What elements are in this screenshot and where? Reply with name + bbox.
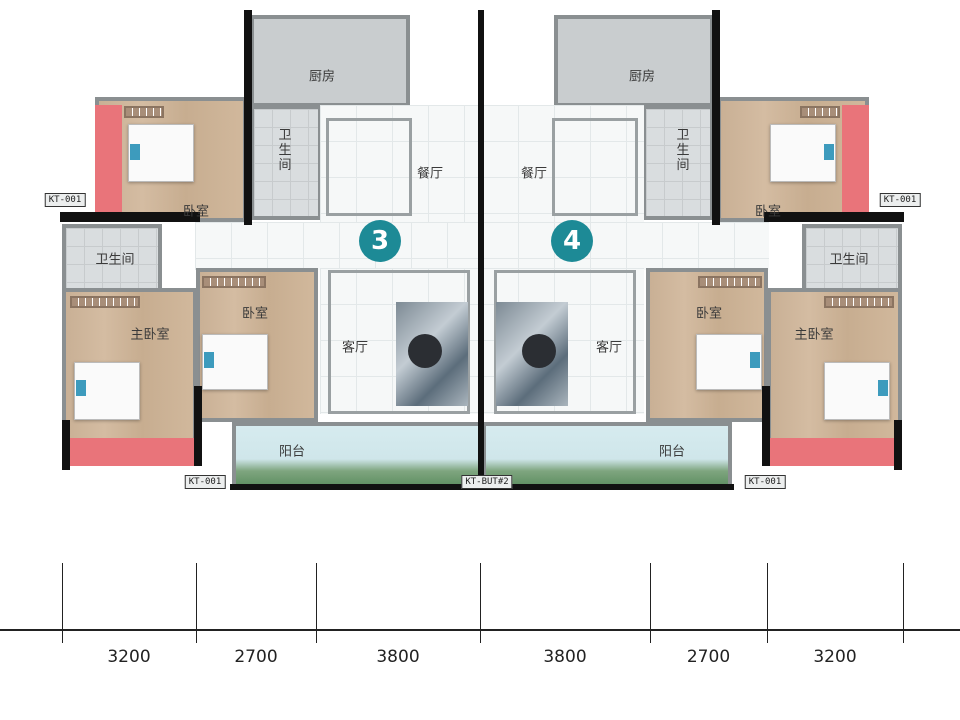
dining-rug bbox=[326, 118, 412, 216]
wall bbox=[482, 484, 734, 490]
wardrobe bbox=[824, 296, 894, 308]
bedroom-label: 卧室 bbox=[241, 306, 269, 322]
pillow bbox=[878, 380, 888, 396]
bedroom-label: 卧室 bbox=[182, 204, 210, 220]
coffee-table bbox=[522, 334, 556, 368]
corridor bbox=[195, 222, 482, 270]
kitchen-label: 厨房 bbox=[308, 69, 336, 85]
dimension-tick bbox=[650, 563, 651, 643]
kitchen-area bbox=[554, 15, 714, 107]
living-room-label: 客厅 bbox=[595, 340, 623, 356]
dimension-tick bbox=[196, 563, 197, 643]
corridor bbox=[482, 222, 769, 270]
dimension-tick bbox=[62, 563, 63, 643]
dining-area bbox=[482, 105, 644, 223]
coffee-table bbox=[408, 334, 442, 368]
party-wall bbox=[478, 10, 484, 490]
master-bedroom-label: 主卧室 bbox=[130, 327, 170, 343]
pillow bbox=[76, 380, 86, 396]
dimension-label: 3200 bbox=[107, 647, 151, 667]
accent-wall bbox=[842, 105, 869, 215]
dimension-label: 2700 bbox=[686, 647, 731, 667]
dimension-tick bbox=[903, 563, 904, 643]
wall bbox=[712, 10, 720, 225]
dimension-line: 3200 2700 3800 3800 2700 3200 bbox=[0, 540, 960, 720]
wall bbox=[230, 484, 482, 490]
balcony-label: 阳台 bbox=[658, 444, 686, 460]
accent-wall bbox=[66, 438, 194, 466]
wall bbox=[764, 212, 904, 222]
unit-number-badge: 4 bbox=[551, 220, 593, 262]
wall bbox=[194, 386, 202, 466]
bathroom-label: 卫生间 bbox=[829, 252, 869, 268]
living-room-label: 客厅 bbox=[341, 340, 369, 356]
ac-tag: KT-BUT#2 bbox=[461, 475, 513, 489]
bathroom-top-area bbox=[642, 105, 714, 220]
wall bbox=[762, 386, 770, 466]
bathroom-label: 卫生间 bbox=[275, 127, 291, 173]
wall bbox=[244, 10, 252, 225]
master-bedroom-label: 主卧室 bbox=[794, 327, 834, 343]
pillow bbox=[824, 144, 834, 160]
balcony-area bbox=[482, 422, 732, 490]
wardrobe bbox=[124, 106, 164, 118]
dining-area bbox=[320, 105, 482, 223]
accent-wall bbox=[770, 438, 898, 466]
wall bbox=[62, 420, 70, 470]
wall bbox=[894, 420, 902, 470]
dimension-label: 3200 bbox=[813, 647, 857, 667]
dining-room-label: 餐厅 bbox=[520, 166, 548, 182]
wardrobe bbox=[698, 276, 762, 288]
bedroom-label: 卧室 bbox=[695, 306, 723, 322]
bathroom-label: 卫生间 bbox=[95, 252, 135, 268]
dining-room-label: 餐厅 bbox=[416, 166, 444, 182]
bedroom-label: 卧室 bbox=[754, 204, 782, 220]
wardrobe bbox=[800, 106, 840, 118]
pillow bbox=[750, 352, 760, 368]
ac-tag: KT-001 bbox=[184, 475, 226, 489]
dimension-tick bbox=[480, 563, 481, 643]
balcony-label: 阳台 bbox=[278, 444, 306, 460]
living-rug bbox=[494, 270, 636, 414]
pillow bbox=[204, 352, 214, 368]
bathroom-top-area bbox=[250, 105, 322, 220]
accent-wall bbox=[95, 105, 122, 215]
ac-tag: KT-001 bbox=[44, 193, 86, 207]
unit-number-badge: 3 bbox=[359, 220, 401, 262]
dimension-label: 2700 bbox=[234, 647, 278, 667]
living-rug bbox=[328, 270, 470, 414]
bathroom-label: 卫生间 bbox=[673, 127, 689, 173]
dining-rug bbox=[552, 118, 638, 216]
wall bbox=[60, 212, 200, 222]
dimension-tick bbox=[767, 563, 768, 643]
kitchen-label: 厨房 bbox=[628, 69, 656, 85]
dimension-tick bbox=[316, 563, 317, 643]
dimension-label: 3800 bbox=[376, 647, 420, 667]
ac-tag: KT-001 bbox=[879, 193, 921, 207]
dimension-label: 3800 bbox=[543, 647, 587, 667]
pillow bbox=[130, 144, 140, 160]
wardrobe bbox=[70, 296, 140, 308]
ac-tag: KT-001 bbox=[744, 475, 786, 489]
wardrobe bbox=[202, 276, 266, 288]
